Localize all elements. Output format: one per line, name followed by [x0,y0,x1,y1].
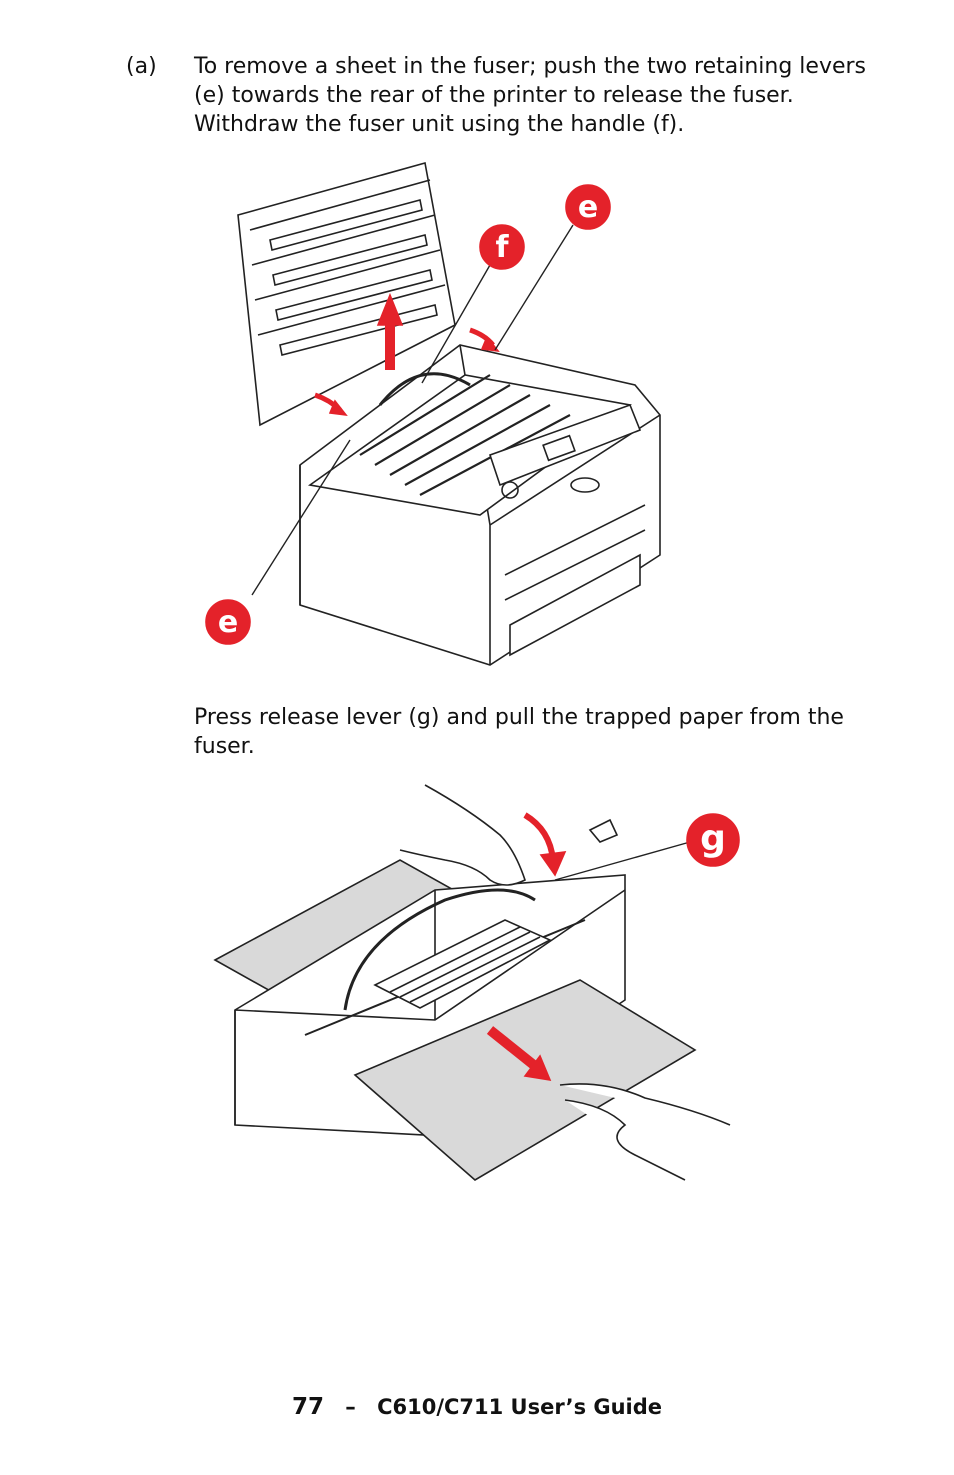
callout-e-top-badge [565,184,611,230]
step-marker: (a) [126,54,157,79]
instruction-release-lever: Press release lever (g) and pull the tra… [194,705,844,759]
document-title: C610/C711 User’s Guide [377,1395,663,1419]
callout-f-badge [479,224,525,270]
page-footer: 77 – C610/C711 User’s Guide [0,1394,954,1420]
step-text: To remove a sheet in the fuser; push the… [194,54,866,137]
printer-fuser-illustration: f e e [190,155,680,675]
callout-f-label: f [495,230,509,265]
callout-g-label: g [700,818,726,859]
callout-e-bottom-badge [205,599,251,645]
callout-g-badge [686,813,740,867]
fuser-paper-removal-illustration: g [205,780,765,1200]
callout-e-bottom-label: e [218,605,238,640]
footer-separator: – [345,1395,356,1419]
callout-e-top-label: e [578,190,598,225]
page-number: 77 [291,1394,324,1420]
